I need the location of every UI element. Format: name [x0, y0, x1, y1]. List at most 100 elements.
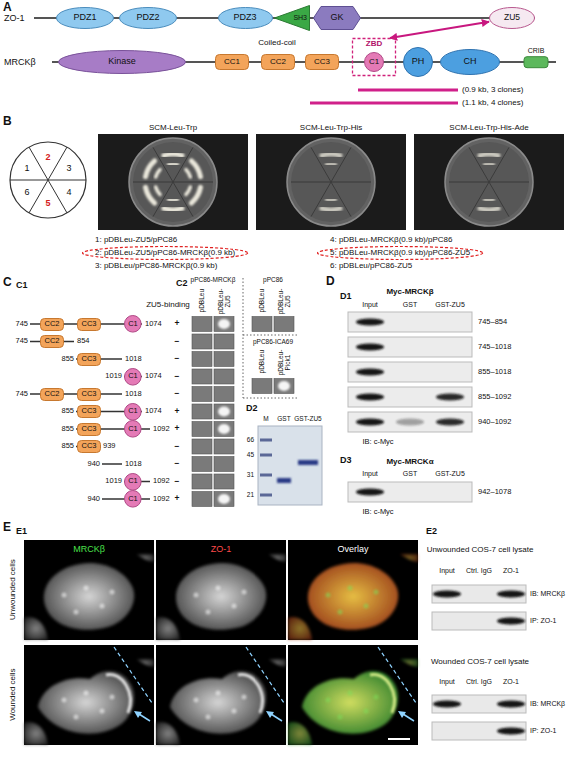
- speckle: [62, 698, 67, 703]
- domain-shape: [490, 8, 535, 29]
- label: 45: [247, 451, 254, 458]
- label: 1092: [153, 425, 170, 434]
- yeast-spot: [192, 439, 212, 454]
- wound-line: [114, 647, 152, 703]
- leading-edge: [238, 675, 262, 713]
- yeast-streak: [485, 198, 494, 202]
- agar: [291, 142, 371, 222]
- yeast-spot: [252, 379, 272, 394]
- label: GST-ZU5: [435, 470, 465, 478]
- plate-photo: [98, 134, 248, 230]
- yeast-spot: [192, 492, 212, 507]
- micrograph: [288, 540, 418, 640]
- coiled-coil: CC2: [40, 388, 64, 401]
- label: SCM-Leu-Trp-His: [300, 123, 362, 132]
- yeast-streak: [169, 162, 178, 166]
- label: −: [175, 389, 180, 399]
- coiled-coil: CC3: [77, 440, 101, 453]
- node-text: C1: [128, 425, 138, 433]
- micrograph: [24, 540, 154, 640]
- agar-plate: [445, 138, 533, 226]
- node-text: CC3: [81, 425, 96, 433]
- node-text: CC3: [81, 442, 96, 450]
- yeast-spot: [192, 334, 212, 349]
- label: SCM-Leu-Trp-His-Ade: [449, 123, 528, 132]
- yeast-streak: [322, 154, 340, 156]
- label: Unwounded cells: [7, 560, 16, 621]
- label: GST-ZU5: [294, 415, 321, 422]
- label: 3: [66, 163, 71, 173]
- domain-shape: [78, 388, 101, 400]
- plate-sector-line: [311, 147, 351, 216]
- cell: [308, 563, 398, 630]
- arrow-head: [134, 711, 142, 718]
- node-text: GK: [330, 13, 343, 23]
- node-text: C1: [128, 372, 138, 380]
- label: Ctrl. IgG: [466, 678, 492, 686]
- node-text: 5: pDBLeu-MRCKβ(0.9 kb)/pPC86-ZU5: [330, 249, 470, 258]
- node-text: PH: [412, 57, 425, 67]
- blot-band: [396, 419, 424, 426]
- domain-shape: [125, 368, 142, 385]
- wound-line: [246, 647, 284, 703]
- gel: [258, 426, 322, 505]
- label: (0.9 kb, 3 clones): [462, 85, 523, 94]
- node-text: CC3: [81, 320, 96, 328]
- label: 1018: [125, 390, 142, 399]
- plate-sector-line: [469, 147, 509, 216]
- cell: [400, 554, 418, 562]
- speckle: [232, 604, 237, 609]
- yeast-growth: [218, 494, 230, 504]
- node-text: 2: pDBLeu-ZU5/pPC86-MRCKβ(0.9 kb): [95, 249, 235, 258]
- domain-shape: [218, 8, 272, 29]
- yeast-streak: [169, 198, 178, 202]
- label: B: [3, 115, 12, 129]
- yeast-spot: [214, 352, 234, 367]
- marker-band: [260, 439, 272, 442]
- label: pDBLeu: [258, 347, 265, 377]
- cell: [170, 671, 266, 734]
- pdz-domain: PDZ1: [56, 7, 114, 29]
- label: 21: [247, 491, 254, 498]
- yeast-streak: [327, 198, 336, 202]
- cell: [288, 722, 312, 745]
- yeast-spot: [214, 492, 234, 507]
- speckle: [348, 691, 353, 696]
- ch-domain: CH: [440, 49, 500, 75]
- speckle: [194, 698, 199, 703]
- label: 1074: [145, 407, 162, 416]
- label: 5: [45, 198, 50, 208]
- sector-line: [29, 147, 67, 213]
- c1-domain: C1: [124, 403, 142, 421]
- label: 942–1078: [478, 488, 511, 497]
- yeast-spot: [274, 379, 294, 394]
- domain-shape: [41, 336, 64, 348]
- label: 855: [61, 425, 74, 434]
- label: −: [175, 372, 180, 382]
- micrograph-content: [288, 554, 418, 640]
- speckle: [74, 610, 79, 615]
- label: +: [175, 407, 180, 417]
- label: 4: pDBLeu-MRCKβ(0.9 kb)/pPC86: [330, 235, 452, 244]
- label: pDBLeu: [258, 286, 265, 316]
- label: Myc-MRCKβ: [386, 287, 433, 296]
- domain-shape: [41, 318, 64, 330]
- blot-band: [436, 394, 464, 401]
- label: MRCKβ: [71, 544, 107, 554]
- arrow-shaft: [139, 714, 150, 721]
- western-blot: [348, 337, 472, 357]
- speckle: [348, 586, 353, 591]
- cell: [156, 722, 180, 745]
- micrograph-content: [156, 554, 286, 640]
- label: 1074: [145, 372, 162, 381]
- node-text: CC3: [81, 355, 96, 363]
- node-text: CC2: [44, 320, 59, 328]
- node-text: PDZ2: [136, 13, 159, 23]
- yeast-streak: [186, 187, 190, 195]
- marker-band: [260, 474, 272, 477]
- label: −: [175, 442, 180, 452]
- coiled-coil: CC2: [40, 318, 64, 331]
- label: 855: [61, 355, 74, 364]
- blot-band: [356, 489, 384, 496]
- node-text: CC3: [81, 407, 96, 415]
